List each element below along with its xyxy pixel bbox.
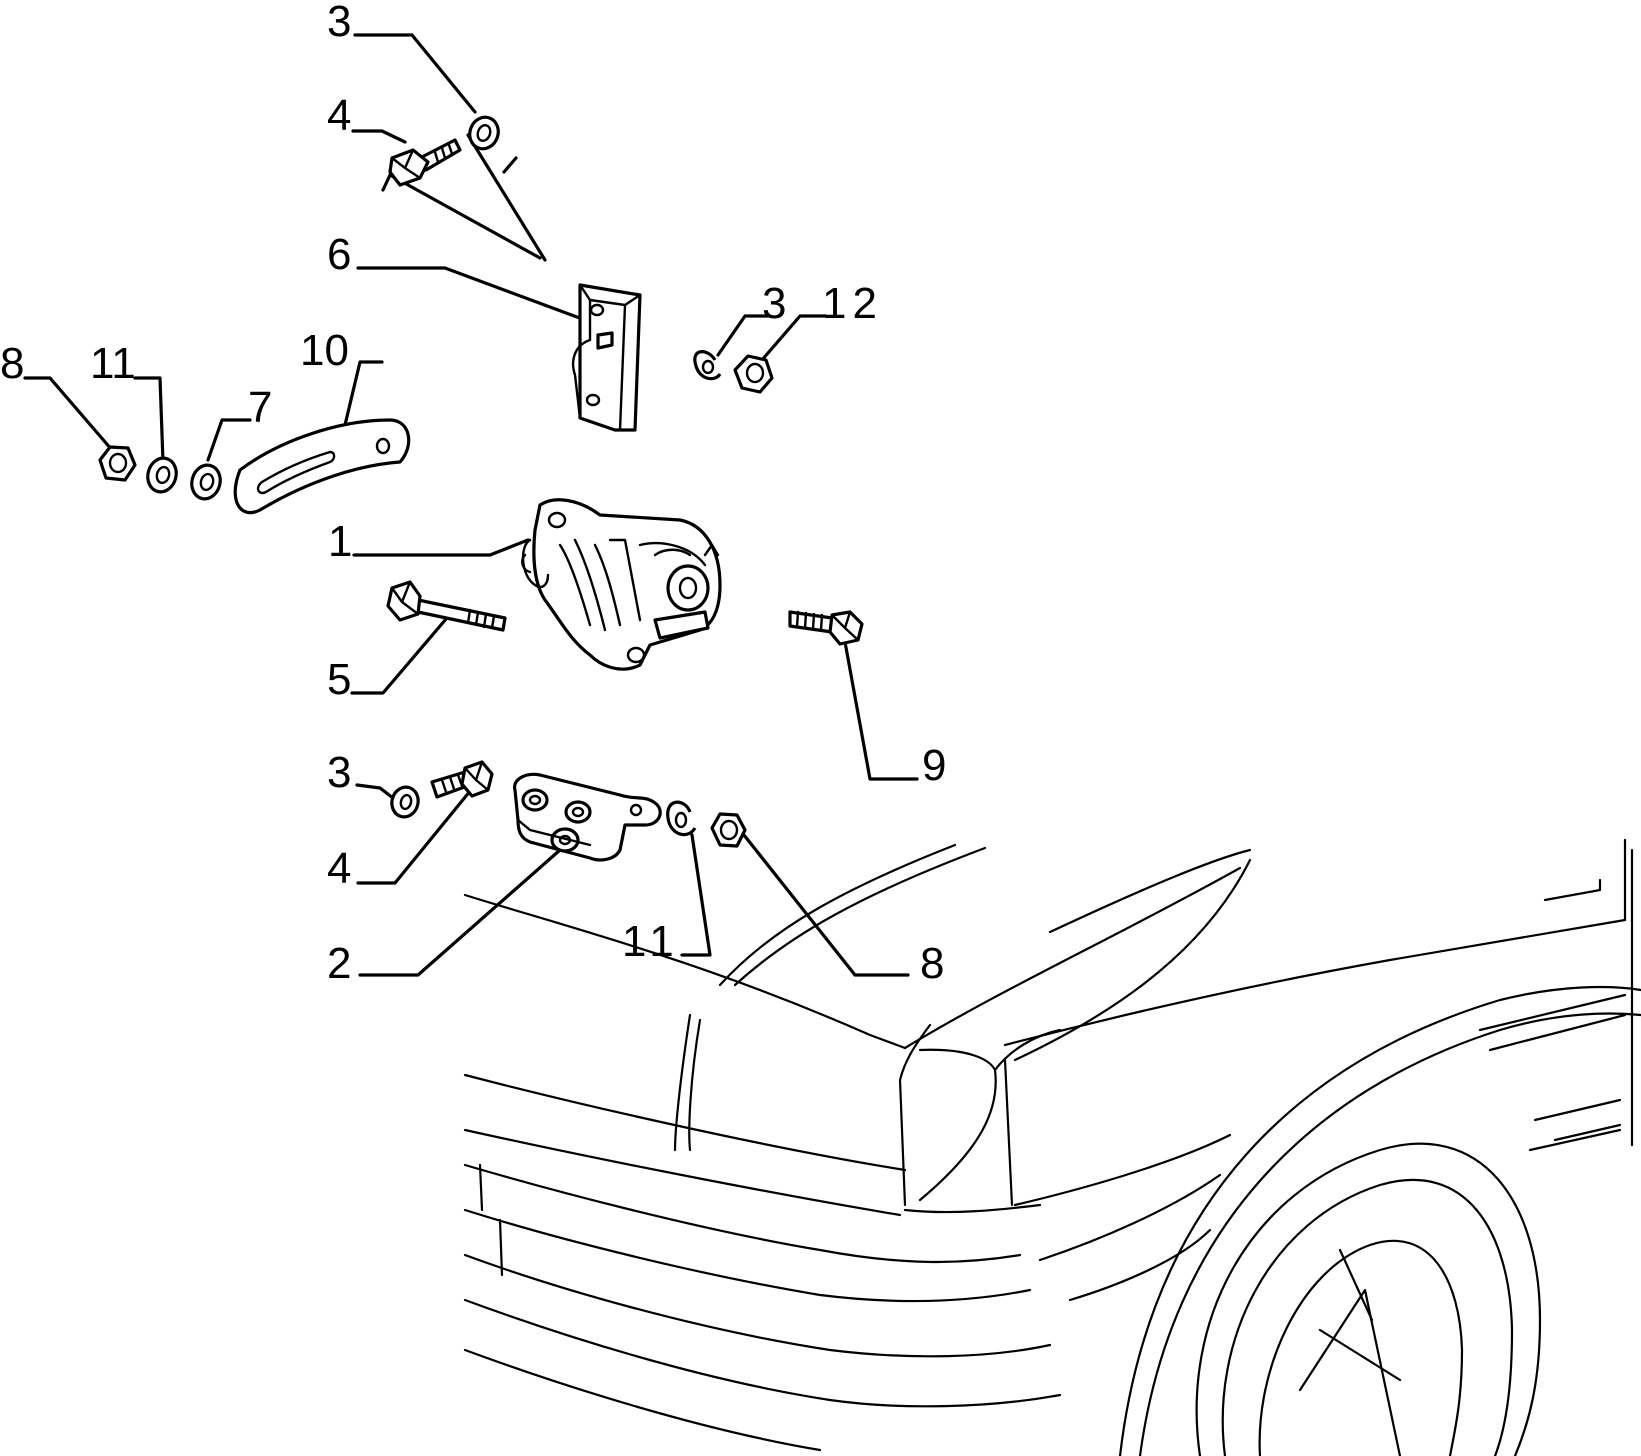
lower-bracket-icon xyxy=(513,772,662,862)
callout-bottom-11: 11 xyxy=(622,917,680,966)
upper-bracket-icon xyxy=(571,283,642,432)
washer-icon xyxy=(190,463,222,501)
split-washer-icon xyxy=(666,800,697,837)
callout-9: 9 xyxy=(922,741,946,790)
callout-12: 12 xyxy=(822,279,883,328)
callout-left-11: 11 xyxy=(90,339,136,388)
car-front-outline xyxy=(463,838,1641,1456)
alternator-icon xyxy=(521,498,722,671)
callout-top-3: 3 xyxy=(327,0,351,46)
callout-top-4: 4 xyxy=(327,91,351,140)
bolt-icon xyxy=(430,760,494,799)
tension-strap-icon xyxy=(233,418,411,515)
nut-icon xyxy=(733,354,774,394)
callout-right-3: 3 xyxy=(762,279,786,328)
bolt-icon xyxy=(788,610,864,646)
split-washer-icon xyxy=(693,350,722,381)
washer-icon xyxy=(390,785,420,819)
callout-bottom-4: 4 xyxy=(327,844,351,893)
bolt-icon xyxy=(388,138,462,187)
long-bolt-icon xyxy=(386,580,507,632)
nut-icon xyxy=(98,445,137,482)
callout-1: 1 xyxy=(328,517,352,566)
leader-lines xyxy=(23,33,919,977)
callout-bottom-3: 3 xyxy=(327,748,351,797)
callout-labels: 3 4 6 3 12 8 11 10 7 1 5 9 3 4 11 2 8 xyxy=(0,0,946,988)
washer-icon xyxy=(468,115,500,151)
callout-5: 5 xyxy=(327,655,351,704)
callout-2: 2 xyxy=(327,939,351,988)
callout-6: 6 xyxy=(327,230,351,279)
callout-7: 7 xyxy=(248,383,272,432)
split-washer-icon xyxy=(146,456,178,494)
callout-bottom-8: 8 xyxy=(920,939,944,988)
callout-10: 10 xyxy=(300,326,349,375)
nut-icon xyxy=(710,812,747,848)
callout-left-8: 8 xyxy=(0,339,24,388)
